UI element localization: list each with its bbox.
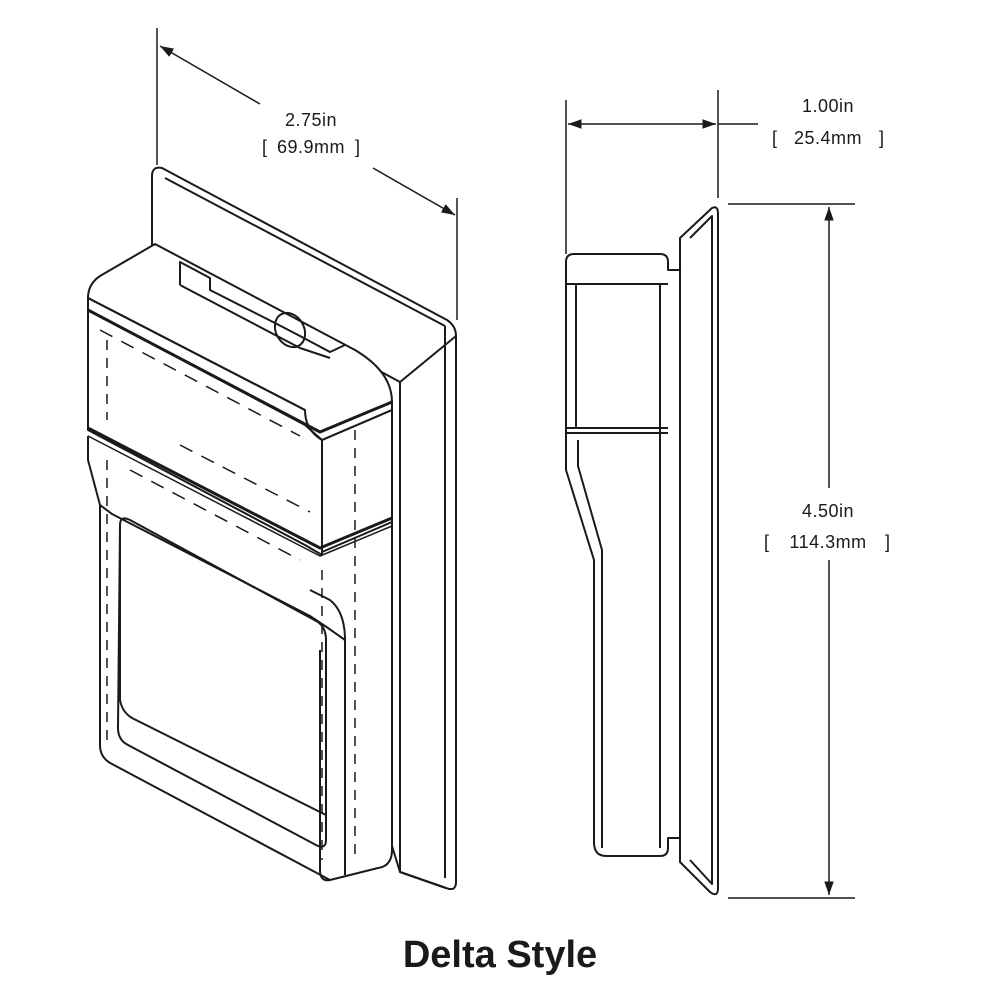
height-imperial-label: 4.50in — [802, 501, 854, 521]
height-bracket-right: ] — [885, 532, 891, 552]
width-bracket-left: [ — [262, 137, 268, 157]
side-view — [565, 90, 855, 899]
isometric-view — [87, 28, 458, 891]
width-bracket-right: ] — [355, 137, 361, 157]
depth-dimension — [565, 90, 758, 254]
width-dimension — [156, 28, 458, 320]
diagram-caption: Delta Style — [402, 934, 598, 976]
back-plate — [151, 166, 457, 891]
width-metric-label: 69.9mm — [277, 137, 345, 157]
width-imperial-label: 2.75in — [285, 110, 337, 130]
depth-bracket-right: ] — [879, 128, 885, 148]
housing-body — [87, 243, 393, 882]
depth-bracket-left: [ — [772, 128, 778, 148]
height-metric-label: 114.3mm — [789, 532, 866, 552]
depth-metric-label: 25.4mm — [794, 128, 862, 148]
side-back-plate — [679, 206, 719, 896]
height-dimension — [728, 203, 855, 899]
depth-imperial-label: 1.00in — [802, 96, 854, 116]
height-bracket-left: [ — [764, 532, 770, 552]
side-housing — [565, 253, 681, 857]
